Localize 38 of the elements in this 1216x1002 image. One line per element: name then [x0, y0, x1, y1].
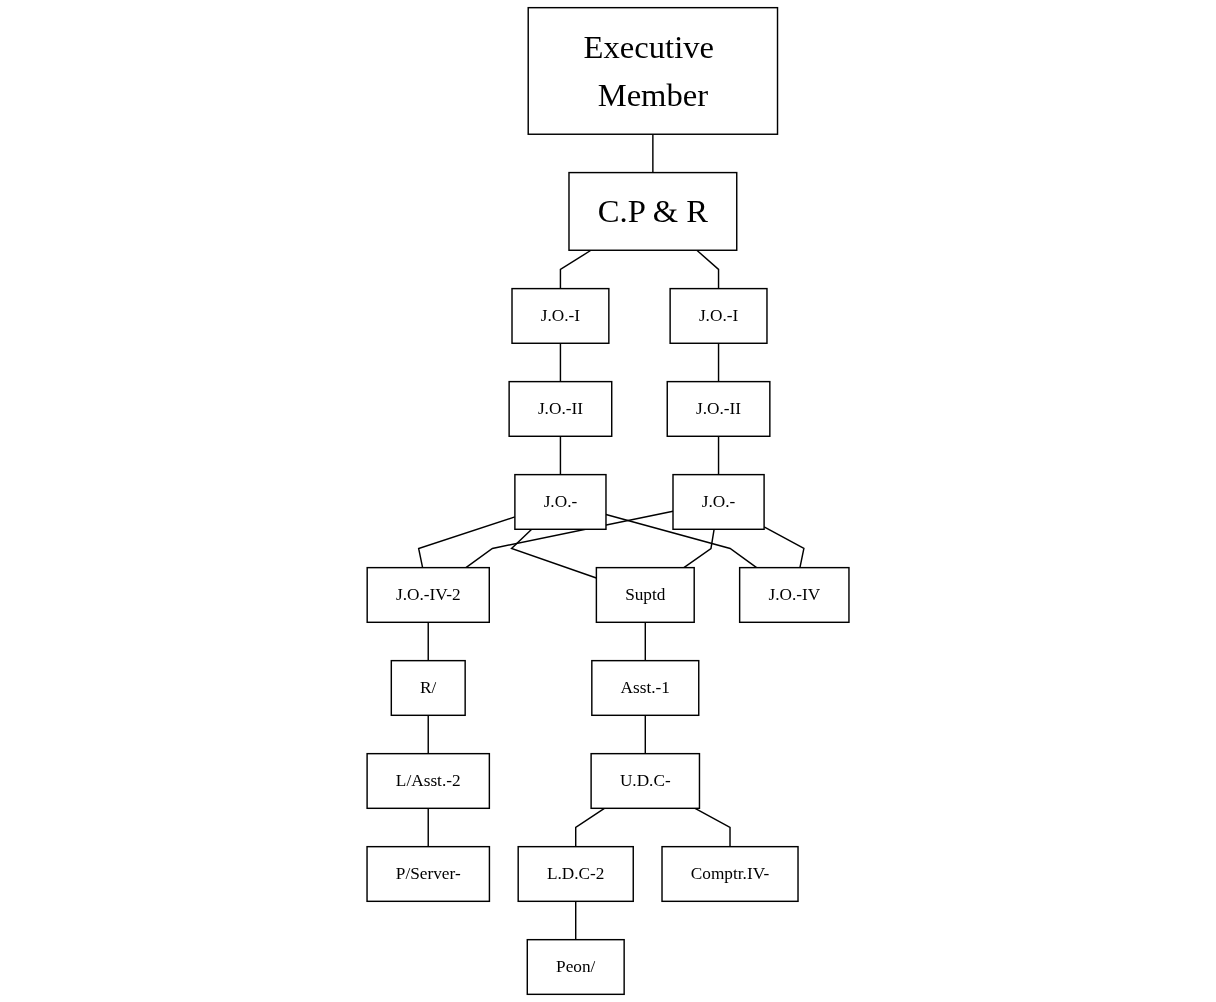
node-box: Comptr.IV-: [661, 845, 799, 903]
node-box: L/Asst.-2: [366, 752, 491, 810]
node-box: J.O.-II: [666, 380, 771, 437]
connector: [763, 526, 805, 569]
connector: [575, 807, 606, 848]
node-box: Suptd: [595, 566, 695, 623]
connector: [427, 807, 429, 848]
node-box: J.O.-I: [511, 287, 610, 344]
connector: [427, 621, 429, 662]
node-box: J.O.-: [672, 473, 765, 530]
node-box: Executive Member: [527, 6, 779, 135]
connector: [605, 513, 758, 569]
connector: [644, 714, 646, 755]
connector: [696, 249, 720, 290]
connector: [427, 714, 429, 755]
connector: [465, 510, 674, 569]
connector: [559, 342, 562, 383]
node-box: U.D.C-: [590, 752, 701, 810]
node-box: J.O.-I: [669, 287, 768, 344]
connector: [575, 900, 577, 941]
connector: [652, 133, 654, 174]
connector: [644, 621, 646, 662]
node-box: P/Server-: [366, 845, 491, 903]
node-box: L.D.C-2: [517, 845, 634, 903]
node-box: J.O.-II: [508, 380, 613, 437]
connector: [559, 249, 592, 290]
node-box: Asst.-1: [591, 659, 700, 716]
connector: [694, 807, 731, 848]
connector: [717, 435, 720, 476]
node-box: J.O.-: [514, 473, 607, 530]
node-box: J.O.-IV-2: [366, 566, 490, 623]
node-box: R/: [390, 659, 466, 716]
connector: [559, 435, 562, 476]
connector: [683, 528, 715, 569]
connector: [717, 342, 720, 383]
node-box: C.P & R: [568, 171, 738, 251]
node-box: J.O.-IV: [738, 566, 850, 623]
node-box: Peon/: [526, 938, 625, 996]
